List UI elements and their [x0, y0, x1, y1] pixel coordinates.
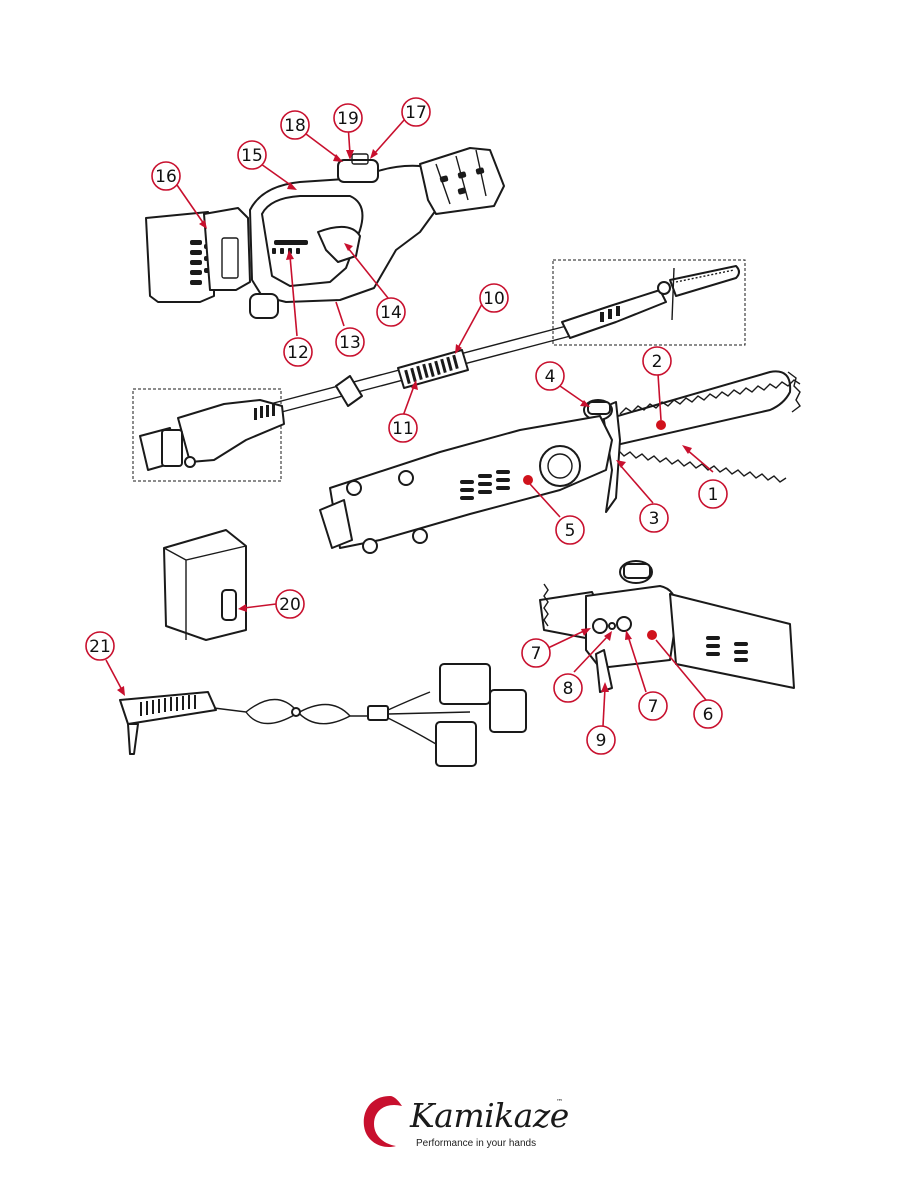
- svg-text:15: 15: [241, 146, 263, 166]
- callout-20: 20: [275, 589, 305, 619]
- svg-text:12: 12: [287, 343, 309, 363]
- callout-6: 6: [693, 699, 723, 729]
- svg-text:19: 19: [337, 109, 359, 129]
- saw-head-assembly: [319, 370, 801, 554]
- housing-dot-marker: [523, 475, 533, 485]
- extension-pole: [132, 259, 746, 482]
- svg-text:9: 9: [596, 731, 607, 751]
- svg-text:5: 5: [565, 521, 576, 541]
- callout-21: 21: [85, 631, 115, 661]
- charger-cable-set: [119, 663, 527, 767]
- callout-10: 10: [479, 283, 509, 313]
- svg-text:2: 2: [652, 352, 663, 372]
- callout-7-right: 7: [638, 691, 668, 721]
- svg-text:4: 4: [545, 367, 556, 387]
- trademark-mark: ™: [556, 1098, 563, 1106]
- svg-text:6: 6: [703, 705, 714, 725]
- svg-text:17: 17: [405, 103, 427, 123]
- battery-pack: [163, 529, 247, 641]
- svg-text:16: 16: [155, 167, 177, 187]
- brand-logo: Kamikaze ™ Performance in your hands: [360, 1092, 570, 1158]
- bar-dot-marker: [656, 420, 666, 430]
- callout-19: 19: [333, 103, 363, 133]
- callout-13: 13: [335, 327, 365, 357]
- callout-17: 17: [401, 97, 431, 127]
- svg-text:13: 13: [339, 333, 361, 353]
- svg-text:7: 7: [531, 644, 542, 664]
- callout-4: 4: [535, 361, 565, 391]
- cover-dot-marker: [647, 630, 657, 640]
- callout-1: 1: [698, 479, 728, 509]
- callout-9: 9: [586, 725, 616, 755]
- svg-text:20: 20: [279, 595, 301, 615]
- logo-swirl-icon: [363, 1096, 402, 1148]
- svg-text:18: 18: [284, 116, 306, 136]
- callout-3: 3: [639, 503, 669, 533]
- callout-7-left: 7: [521, 638, 551, 668]
- callout-11: 11: [388, 413, 418, 443]
- svg-text:8: 8: [563, 679, 574, 699]
- callout-12: 12: [283, 337, 313, 367]
- svg-text:1: 1: [708, 485, 719, 505]
- brand-name: Kamikaze: [410, 1096, 569, 1135]
- svg-text:7: 7: [648, 697, 659, 717]
- callout-8: 8: [553, 673, 583, 703]
- callout-15: 15: [237, 140, 267, 170]
- callout-2: 2: [642, 346, 672, 376]
- leader-lines: [105, 118, 714, 727]
- callout-16: 16: [151, 161, 181, 191]
- svg-text:21: 21: [89, 637, 111, 657]
- motor-handle-unit: [145, 147, 505, 319]
- saw-head-reverse-view: [539, 560, 795, 693]
- callout-14: 14: [376, 297, 406, 327]
- svg-text:11: 11: [392, 419, 414, 439]
- callout-5: 5: [555, 515, 585, 545]
- callout-18: 18: [280, 110, 310, 140]
- svg-text:14: 14: [380, 303, 402, 323]
- brand-tagline: Performance in your hands: [416, 1138, 537, 1149]
- svg-text:3: 3: [649, 509, 660, 529]
- svg-text:10: 10: [483, 289, 505, 309]
